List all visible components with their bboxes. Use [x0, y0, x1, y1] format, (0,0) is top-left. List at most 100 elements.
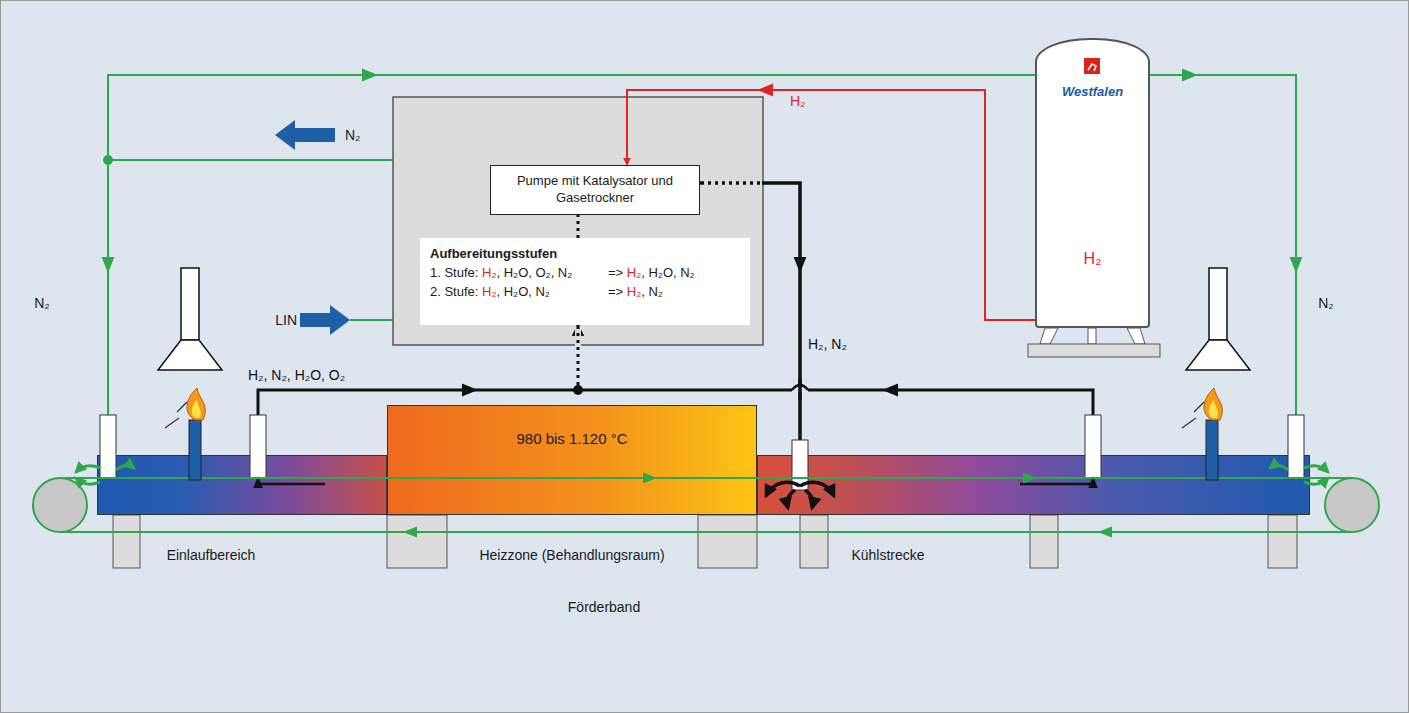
junction-dot: [103, 155, 113, 165]
gas-nozzle: [792, 440, 808, 490]
gas-label: H₂, N₂: [808, 336, 847, 353]
dotted-line: [577, 326, 580, 386]
text-run: =>: [608, 265, 627, 280]
conveyor-belt: [60, 477, 1352, 479]
arrow-head: [757, 84, 773, 97]
flame: [192, 400, 201, 418]
text-run: =>: [608, 284, 627, 299]
spark: [1194, 402, 1204, 412]
stage-line: 2. Stufe: H₂, H₂O, N₂ => H₂, N₂: [430, 283, 740, 302]
line-mask: [575, 326, 581, 345]
line-mask: [792, 388, 808, 393]
zone-label: Kühlstrecke: [851, 547, 924, 563]
box-label: Pumpe mit Katalysator und Gasetrockner: [499, 173, 691, 207]
extraction-hood: [1186, 340, 1250, 370]
conveyor-belt: [60, 531, 1352, 533]
tank-leg: [1088, 328, 1096, 344]
stage-input: 1. Stufe: H₂, H₂O, O₂, N₂: [430, 264, 608, 283]
arrow-head: [643, 472, 657, 483]
furnace-zone: Kühlstrecke: [757, 455, 1310, 515]
gas-nozzle: [250, 415, 266, 478]
gas-swirl: [787, 490, 795, 508]
gas-nozzle: [1288, 415, 1304, 478]
arrow-head: [102, 257, 115, 273]
stage-output: => H₂, N₂: [608, 284, 663, 299]
furnace-leg: [387, 515, 447, 568]
gas-label: N₂: [1318, 295, 1334, 312]
gas-label: LIN: [275, 312, 297, 329]
gas-label: N₂: [345, 127, 361, 144]
block-arrow: [300, 305, 350, 335]
arrow-head: [253, 476, 263, 488]
furnace-leg: [698, 515, 757, 568]
arrow-head: [403, 526, 417, 537]
gas-swirl: [116, 465, 134, 470]
gas-tank: WestfalenH₂: [1035, 38, 1150, 328]
stage-output: => H₂, H₂O, N₂: [608, 265, 695, 280]
gas-name: H₂: [1037, 250, 1148, 268]
furnace-leg: [800, 515, 828, 568]
spark: [177, 402, 187, 412]
arrow-head: [1290, 257, 1303, 273]
gas-nozzle: [100, 415, 116, 478]
conveyor-label: Förderband: [568, 599, 640, 616]
spark: [165, 418, 179, 428]
text-run: , H₂O, N₂: [496, 284, 553, 299]
burner-pipe: [1206, 420, 1218, 480]
gas-return-line: [798, 378, 802, 400]
gas-swirl: [1304, 478, 1328, 484]
line-mask: [701, 180, 762, 186]
gas-label: H₂, N₂, H₂O, O₂: [248, 367, 345, 384]
arrow-head: [1098, 526, 1112, 537]
flow-arrow: [258, 484, 325, 486]
text-run: H₂: [808, 336, 824, 352]
spark: [1182, 418, 1196, 428]
brand-logo: [1088, 64, 1096, 71]
belt-roller: [33, 478, 87, 532]
extraction-hood: [158, 340, 222, 370]
arrow-head: [794, 257, 807, 273]
dotted-line: [701, 181, 764, 185]
temperature-label: 980 bis 1.120 °C: [388, 430, 756, 447]
line-hop: [792, 385, 808, 390]
hood-pipe: [1209, 268, 1227, 340]
zone-label: Einlaufbereich: [167, 547, 256, 563]
text-run: 2. Stufe:: [430, 284, 482, 299]
box-heading: Aufbereitungsstufen: [430, 245, 740, 264]
text-run: H₂: [482, 265, 496, 280]
flame: [187, 388, 205, 420]
gas-swirl: [1304, 466, 1328, 472]
junction-dot: [573, 385, 583, 395]
flow-arrow: [1020, 484, 1093, 486]
furnace-leg: [1268, 515, 1297, 568]
arrow-head: [1182, 69, 1198, 82]
tank-leg: [1127, 328, 1145, 344]
text-run: , H₂O, N₂: [641, 265, 694, 280]
stage-input: 2. Stufe: H₂, H₂O, N₂: [430, 283, 608, 302]
arrow-head: [362, 69, 378, 82]
internal-link: [577, 215, 580, 238]
stage-line: 1. Stufe: H₂, H₂O, O₂, N₂ => H₂, H₂O, N₂: [430, 264, 740, 283]
gas-nozzle: [1085, 415, 1101, 478]
process-box: Pumpe mit Katalysator und Gasetrockner: [490, 165, 700, 215]
text-run: , N₂: [641, 284, 663, 299]
belt-roller: [1325, 478, 1379, 532]
line-mask: [575, 345, 581, 386]
block-arrow: [275, 120, 335, 150]
gas-label: N₂: [34, 295, 50, 312]
zone-label: Heizzone (Behandlungsraum): [479, 547, 664, 563]
arrow-head: [1023, 472, 1037, 483]
text-run: H₂: [790, 93, 806, 109]
arrow-head: [1088, 476, 1098, 488]
gas-swirl: [766, 482, 800, 496]
text-run: H₂: [482, 284, 496, 299]
brand-name: Westfalen: [1037, 84, 1148, 99]
furnace-leg: [1030, 515, 1058, 568]
tank-leg: [1040, 328, 1058, 344]
text-run: , H₂O, O₂, N₂: [496, 265, 575, 280]
furnace-leg: [113, 515, 140, 568]
